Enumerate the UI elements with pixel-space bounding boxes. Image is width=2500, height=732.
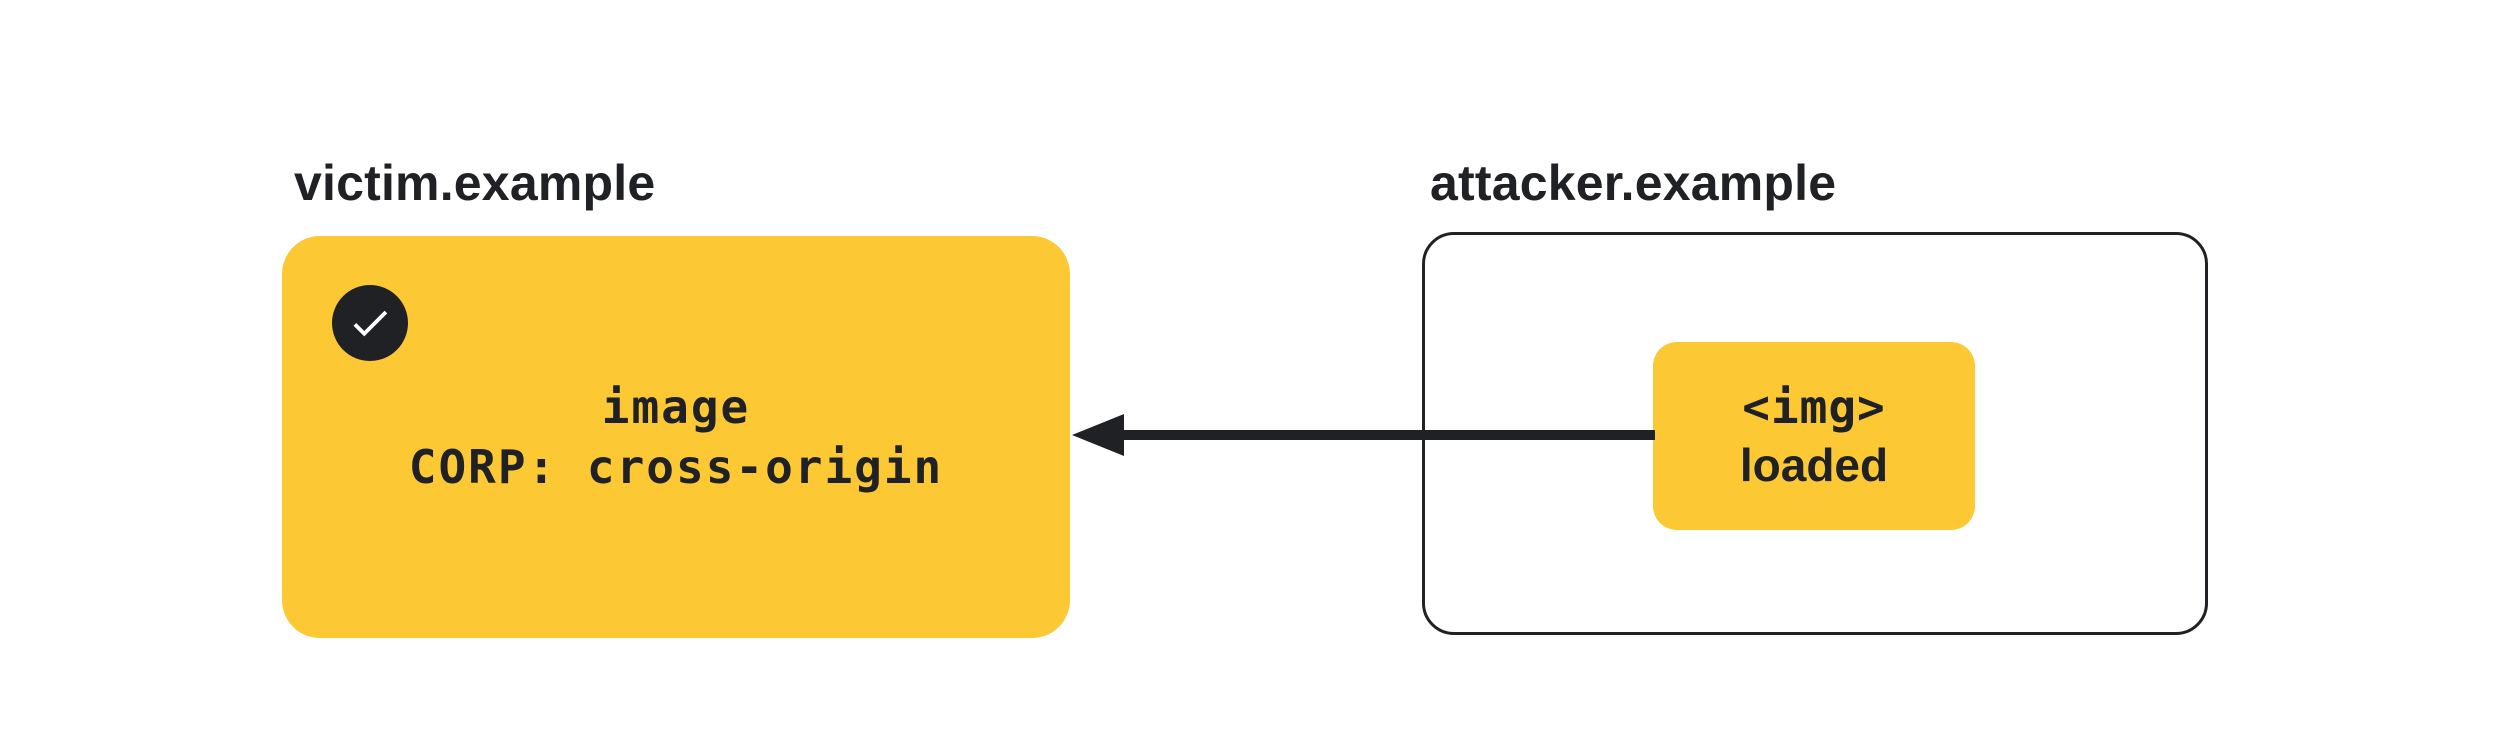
check-icon — [332, 285, 408, 361]
victim-resource-label: image — [601, 380, 751, 434]
img-loaded-label: loaded — [1739, 439, 1889, 491]
img-tag-label: <img> — [1742, 380, 1886, 434]
victim-card: image CORP: cross-origin — [282, 236, 1070, 638]
img-loaded-chip: <img> loaded — [1653, 342, 1975, 530]
victim-domain-label: victim.example — [294, 155, 656, 211]
attacker-domain-label: attacker.example — [1430, 155, 1837, 211]
victim-corp-header-label: CORP: cross-origin — [408, 440, 944, 494]
